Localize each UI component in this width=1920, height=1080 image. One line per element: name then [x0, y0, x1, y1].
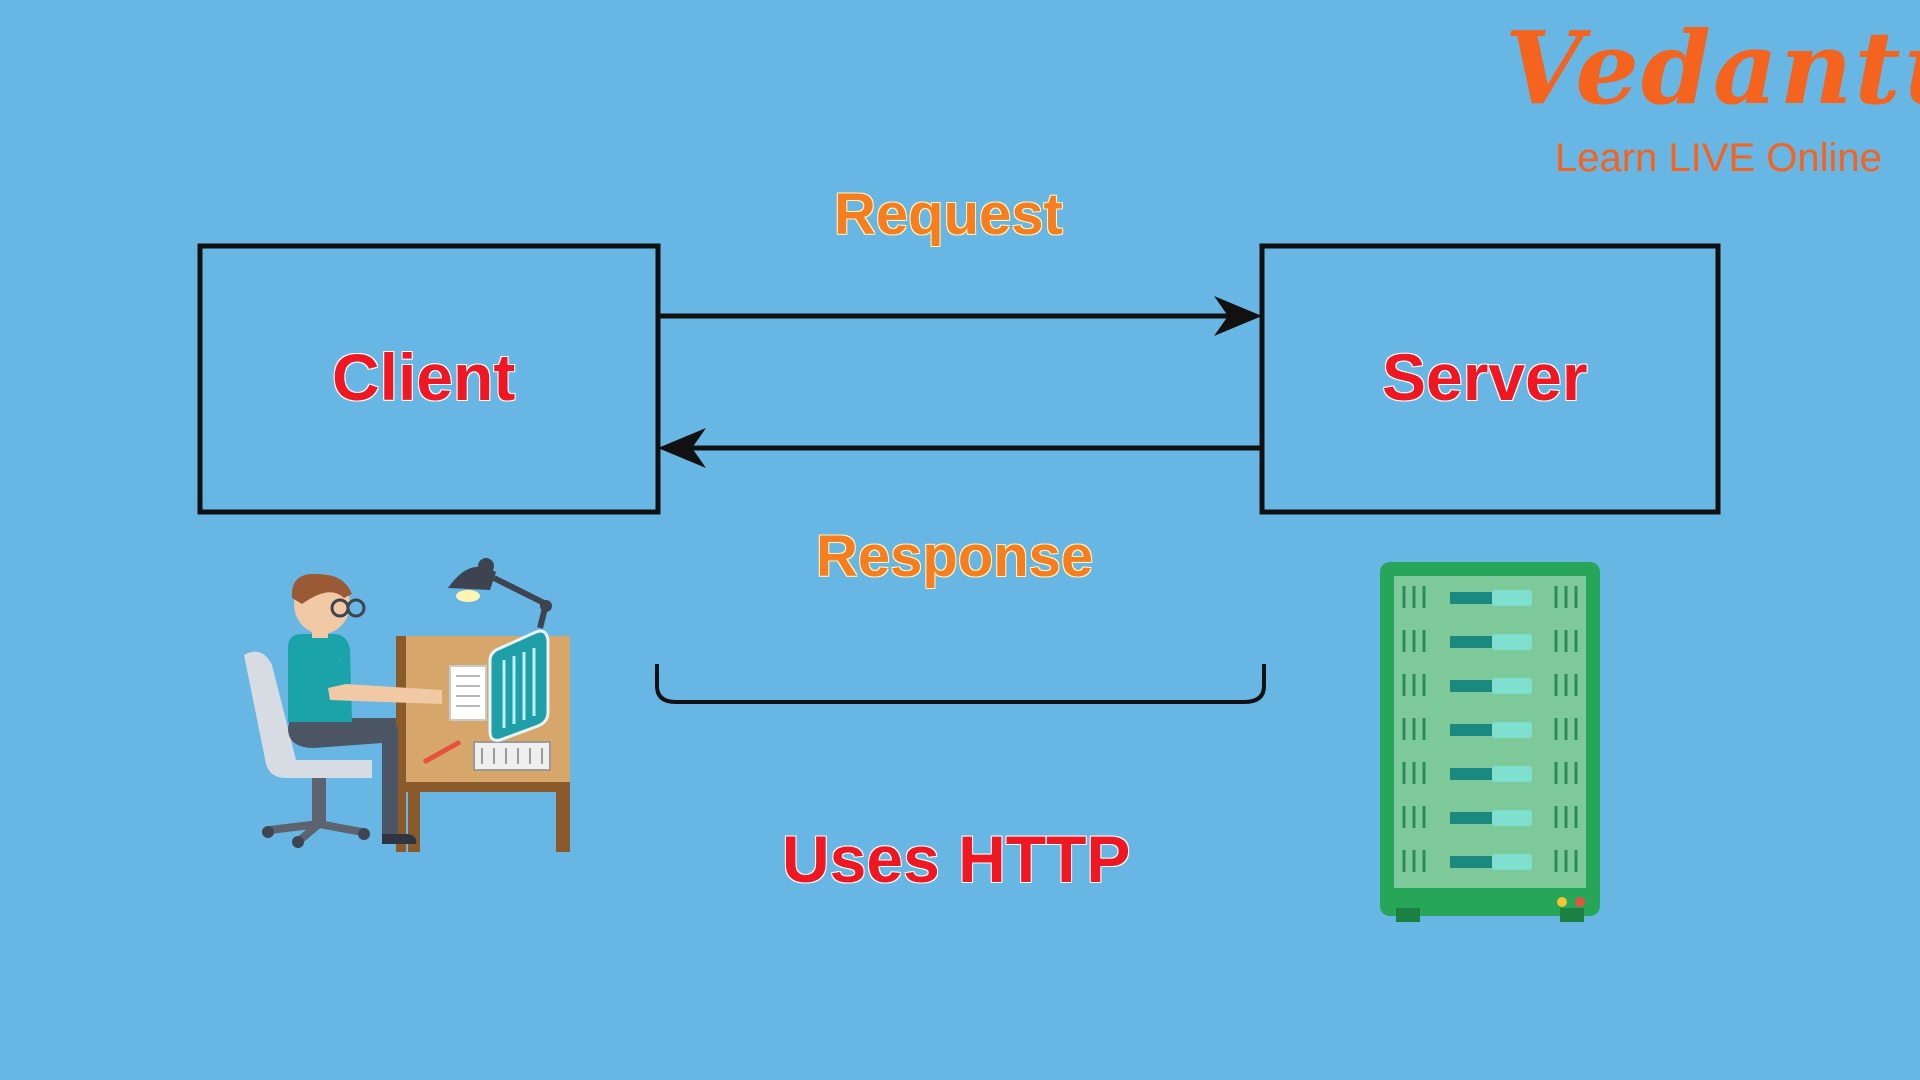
client-box — [197, 243, 661, 515]
chair-icon — [244, 651, 372, 848]
response-arrow — [658, 428, 1262, 468]
client-illustration — [244, 558, 570, 852]
brace — [655, 664, 1266, 704]
request-arrow — [658, 296, 1262, 336]
response-label: Response — [816, 524, 1094, 589]
server-drive-bays — [1450, 590, 1532, 870]
client-label: Client — [332, 340, 516, 414]
server-box — [1259, 243, 1721, 515]
server-slots — [1402, 586, 1578, 872]
person-icon — [288, 573, 442, 844]
brand-logo: Vedantu — [1505, 9, 1920, 127]
server-rack-icon — [1380, 562, 1600, 922]
monitor-icon — [488, 629, 550, 742]
lamp-icon — [448, 558, 552, 629]
brand-tagline: Learn LIVE Online — [1555, 136, 1882, 180]
server-label: Server — [1382, 340, 1588, 414]
request-label: Request — [834, 182, 1063, 247]
protocol-label: Uses HTTP — [782, 822, 1131, 896]
